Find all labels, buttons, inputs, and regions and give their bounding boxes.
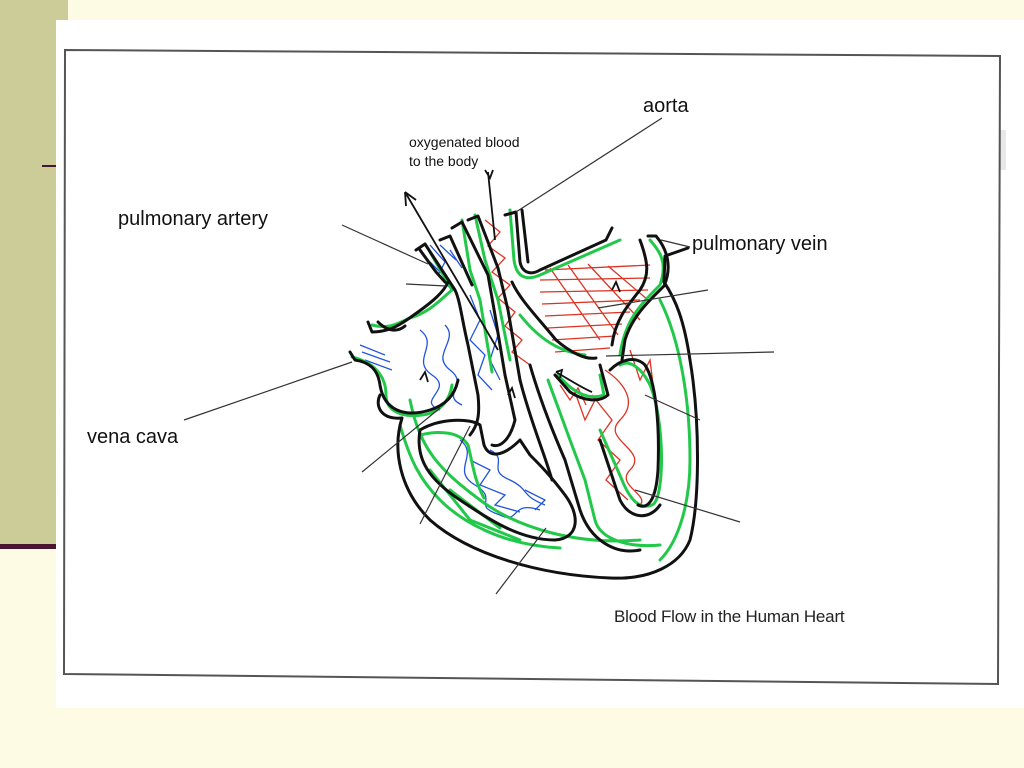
label-pulmonary-vein: pulmonary vein <box>692 233 828 255</box>
label-pulmonary-artery: pulmonary artery <box>118 208 269 230</box>
label-oxygenated-line2: to the body <box>409 153 479 169</box>
label-vena-cava: vena cava <box>87 426 179 448</box>
diagram-frame <box>62 48 1002 686</box>
vessel-wall-linings <box>350 208 692 562</box>
label-leader-lines <box>183 117 775 595</box>
oxygenated-flow-arrow <box>404 169 621 399</box>
slide-accent-rule-bottom <box>0 544 60 549</box>
label-aorta: aorta <box>643 95 689 117</box>
label-oxygenated-line1: oxygenated blood <box>409 134 520 150</box>
scanned-diagram-background <box>56 20 1024 708</box>
slide-accent-rule-top <box>42 165 60 167</box>
diagram-caption: Blood Flow in the Human Heart <box>614 607 845 626</box>
scan-edge-mark <box>1000 130 1006 170</box>
heart-outline <box>348 208 699 580</box>
